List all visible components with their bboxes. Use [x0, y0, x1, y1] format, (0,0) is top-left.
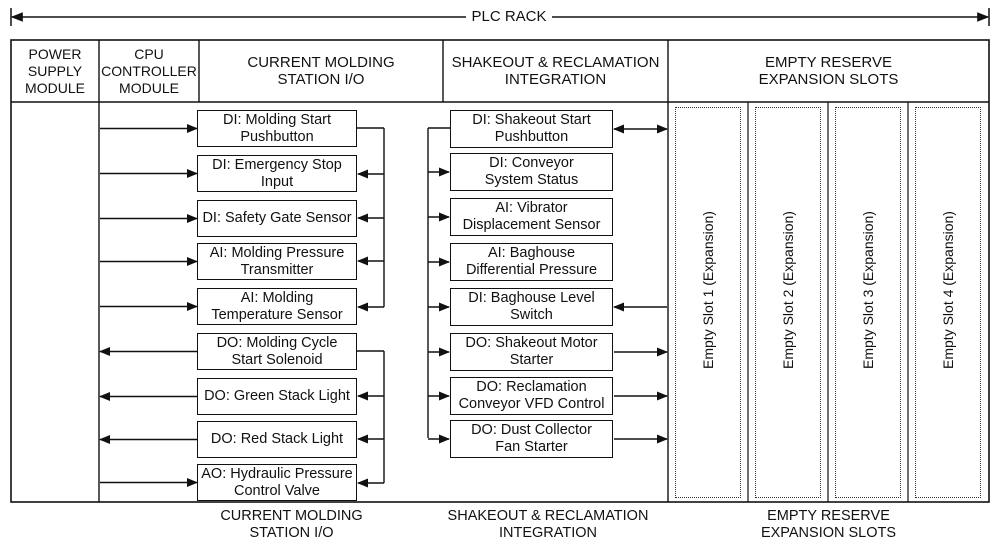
empty-expansion-slot	[755, 107, 821, 498]
shakeout-io-module: DO: Reclamation Conveyor VFD Control	[450, 377, 613, 415]
rack-outline	[10, 39, 990, 503]
slot-label: Empty Slot 1 (Expansion)	[700, 211, 716, 369]
empty-expansion-slot	[675, 107, 741, 498]
footer-molding-io: CURRENT MOLDING STATION I/O	[220, 508, 363, 541]
header-molding-io: CURRENT MOLDING STATION I/O	[247, 54, 395, 88]
shakeout-io-module: DO: Dust Collector Fan Starter	[450, 420, 613, 458]
slot-label: Empty Slot 4 (Expansion)	[940, 211, 956, 369]
empty-expansion-slot	[835, 107, 901, 498]
molding-io-module: DI: Molding Start Pushbutton	[197, 110, 357, 147]
rack-title: PLC RACK	[471, 8, 547, 25]
header-shakeout-integration: SHAKEOUT & RECLAMATION INTEGRATION	[451, 54, 660, 88]
header-cpu-controller: CPU CONTROLLER MODULE	[101, 45, 197, 96]
molding-io-module: DO: Red Stack Light	[197, 421, 357, 458]
shakeout-io-module: AI: Baghouse Differential Pressure	[450, 243, 613, 281]
header-power-supply: POWER SUPPLY MODULE	[25, 45, 85, 96]
molding-io-module: DI: Emergency Stop Input	[197, 155, 357, 192]
molding-io-module: DO: Green Stack Light	[197, 378, 357, 415]
shakeout-io-module: DI: Shakeout Start Pushbutton	[450, 110, 613, 148]
shakeout-io-module: AI: Vibrator Displacement Sensor	[450, 198, 613, 236]
molding-io-module: AO: Hydraulic Pressure Control Valve	[197, 464, 357, 501]
slot-label: Empty Slot 3 (Expansion)	[860, 211, 876, 369]
footer-shakeout-integration: SHAKEOUT & RECLAMATION INTEGRATION	[447, 508, 649, 541]
molding-io-module: DO: Molding Cycle Start Solenoid	[197, 333, 357, 370]
empty-expansion-slot	[915, 107, 981, 498]
shakeout-io-module: DI: Baghouse Level Switch	[450, 288, 613, 326]
molding-io-module: DI: Safety Gate Sensor	[197, 200, 357, 237]
footer-reserve-slots: EMPTY RESERVE EXPANSION SLOTS	[760, 508, 897, 541]
shakeout-io-module: DI: Conveyor System Status	[450, 153, 613, 191]
molding-io-module: AI: Molding Pressure Transmitter	[197, 243, 357, 280]
shakeout-io-module: DO: Shakeout Motor Starter	[450, 333, 613, 371]
molding-io-module: AI: Molding Temperature Sensor	[197, 288, 357, 325]
slot-label: Empty Slot 2 (Expansion)	[780, 211, 796, 369]
header-reserve-slots: EMPTY RESERVE EXPANSION SLOTS	[758, 54, 899, 88]
